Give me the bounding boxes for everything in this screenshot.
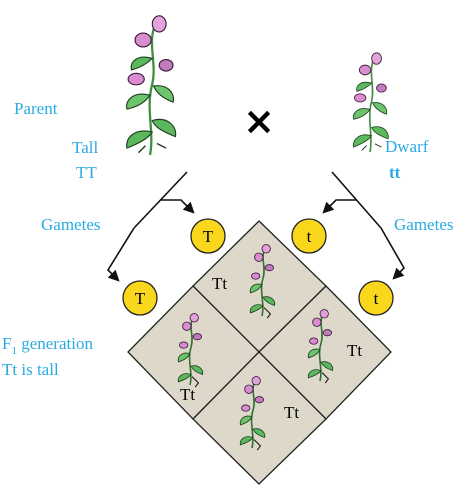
gamete-parent2-lower-allele: t [374,289,379,308]
offspring-genotype-top: Tt [212,274,227,293]
gametes-label-right: Gametes [394,215,453,234]
dwarf-genotype: tt [389,163,401,182]
parent-label: Parent [14,99,58,118]
cross-symbol: × [243,99,275,143]
gametes-label-left: Gametes [41,215,100,234]
gamete-parent1-upper-allele: T [203,227,214,246]
gamete-parent2-lower: t [359,281,393,315]
f1-generation-label: F1 generation [2,334,93,357]
offspring-genotype-right: Tt [347,341,362,360]
f1-letter: F [2,334,11,353]
tall-label: Tall [72,138,98,157]
gamete-parent1-upper: T [191,219,225,253]
f1-suffix: generation [17,334,93,353]
offspring-genotype-left: Tt [180,385,195,404]
tt-is-tall-label: Tt is tall [2,360,59,379]
right-parent-connectors [324,172,404,278]
dwarf-label: Dwarf [385,137,429,156]
gamete-parent1-lower-allele: T [135,289,146,308]
gamete-parent2-upper-allele: t [307,227,312,246]
dwarf-parent-plant [353,53,388,152]
tall-parent-plant [127,16,176,155]
gamete-parent2-upper: t [292,219,326,253]
gamete-parent1-lower: T [123,281,157,315]
left-parent-connectors [108,172,193,280]
tall-genotype: TT [76,163,97,182]
offspring-genotype-bottom: Tt [284,403,299,422]
